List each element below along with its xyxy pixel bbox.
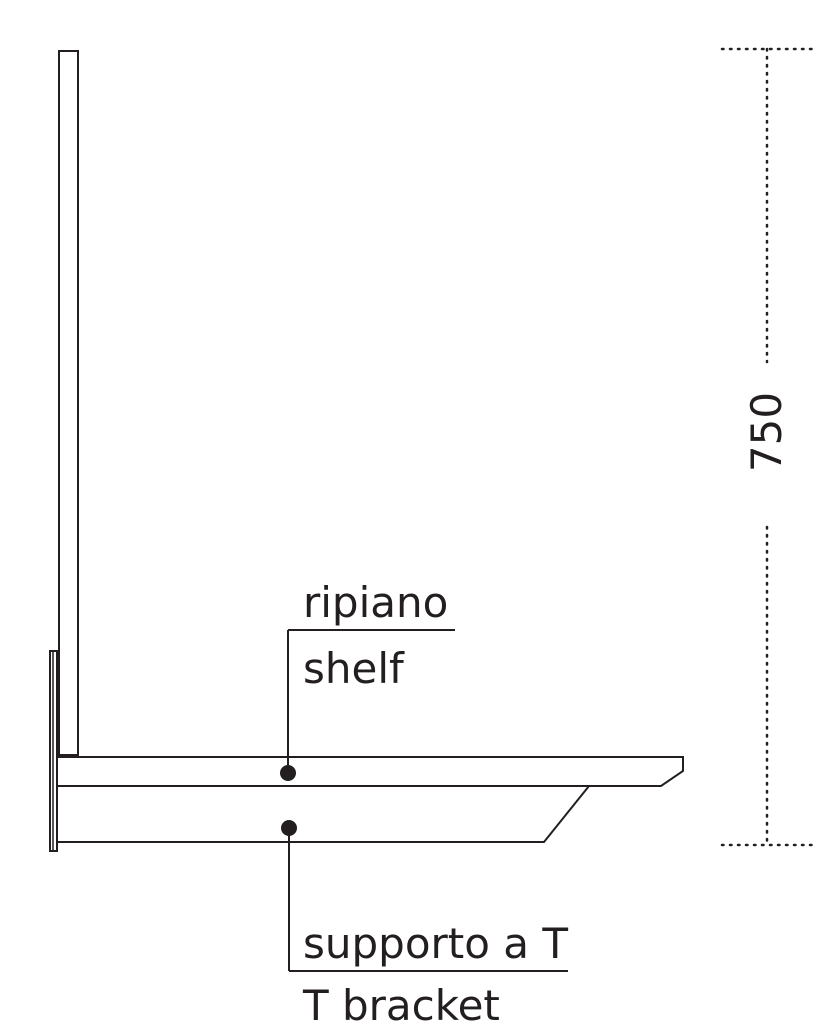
- back-panel: [58, 50, 79, 756]
- shelf-label-italian: ripiano: [303, 578, 448, 627]
- bracket-label-italian: supporto a T: [303, 919, 568, 968]
- shelf-label-english: shelf: [303, 644, 405, 693]
- shelf-board: [57, 756, 684, 787]
- bracket-label-english: T bracket: [302, 981, 500, 1026]
- t-bracket: [56, 785, 590, 843]
- height-dimension-value: 750: [742, 392, 791, 472]
